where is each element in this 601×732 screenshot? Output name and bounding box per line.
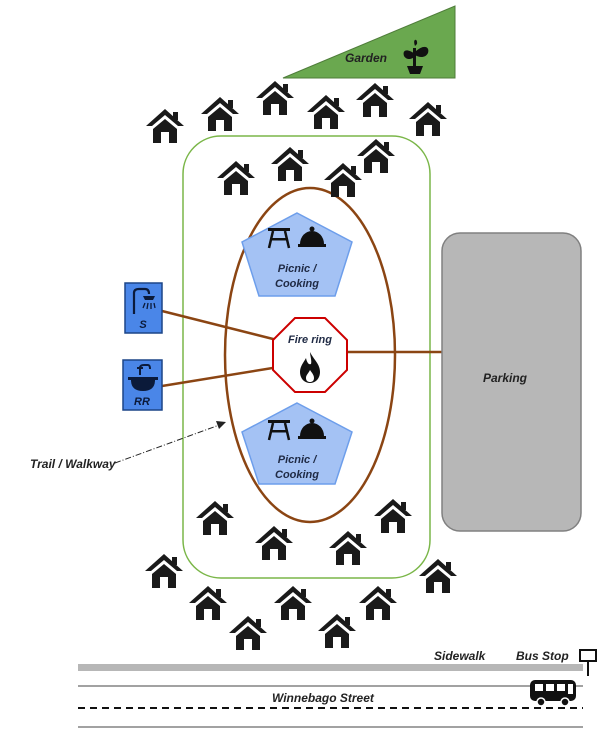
house-icon	[356, 83, 394, 117]
sidewalk	[78, 664, 583, 671]
houses-north	[146, 81, 447, 197]
picnic-area-top: Picnic / Cooking	[241, 212, 353, 297]
shower-path	[161, 309, 286, 344]
flame-icon	[300, 352, 320, 383]
trail-walkway-callout: Trail / Walkway	[30, 421, 226, 471]
picnic-label-bottom-line2: Cooking	[275, 469, 319, 481]
house-icon	[217, 161, 255, 195]
picnic-table-icon	[267, 420, 291, 441]
house-icon	[189, 586, 227, 620]
restroom-label: RR	[134, 396, 150, 408]
bus-stop-sign-icon	[579, 649, 597, 676]
picnic-label-top-line1: Picnic /	[278, 263, 318, 275]
house-icon	[145, 554, 183, 588]
house-icon	[201, 97, 239, 131]
house-icon	[357, 139, 395, 173]
shower-icon	[132, 287, 156, 314]
house-icon	[409, 102, 447, 136]
house-icon	[359, 586, 397, 620]
sidewalk-label: Sidewalk	[434, 649, 487, 663]
street: Winnebago Street	[78, 685, 583, 728]
central-loop-path	[223, 186, 397, 524]
trail-walkway-label: Trail / Walkway	[30, 457, 117, 471]
house-icon	[318, 614, 356, 648]
house-icon	[255, 526, 293, 560]
fire-ring-label: Fire ring	[288, 334, 332, 346]
house-icon	[329, 531, 367, 565]
food-cloche-icon	[298, 226, 326, 247]
house-icon	[196, 501, 234, 535]
restroom-path	[161, 364, 286, 388]
restroom-building: RR	[122, 359, 163, 411]
house-icon	[271, 147, 309, 181]
parking-lot: Parking	[441, 232, 582, 532]
house-icon	[146, 109, 184, 143]
bus-icon	[530, 680, 576, 707]
picnic-table-icon	[267, 228, 291, 249]
garden-area: Garden	[282, 5, 456, 79]
picnic-area-bottom: Picnic / Cooking	[241, 402, 353, 485]
house-icon	[274, 586, 312, 620]
shower-label: S	[139, 319, 147, 331]
picnic-label-top-line2: Cooking	[275, 278, 319, 290]
fire-ring: Fire ring	[272, 317, 348, 393]
house-icon	[229, 616, 267, 650]
street-label: Winnebago Street	[272, 691, 375, 705]
garden-label: Garden	[345, 51, 387, 65]
parking-label: Parking	[483, 371, 528, 385]
shower-building: S	[124, 282, 163, 334]
house-icon	[256, 81, 294, 115]
house-icon	[307, 95, 345, 129]
trail-walkway-outline	[182, 135, 431, 579]
picnic-label-bottom-line1: Picnic /	[278, 454, 318, 466]
house-icon	[419, 559, 457, 593]
food-cloche-icon	[298, 418, 326, 439]
plant-icon	[403, 39, 429, 74]
house-icon	[374, 499, 412, 533]
sink-icon	[128, 364, 158, 391]
bus-stop-label: Bus Stop	[516, 649, 569, 663]
